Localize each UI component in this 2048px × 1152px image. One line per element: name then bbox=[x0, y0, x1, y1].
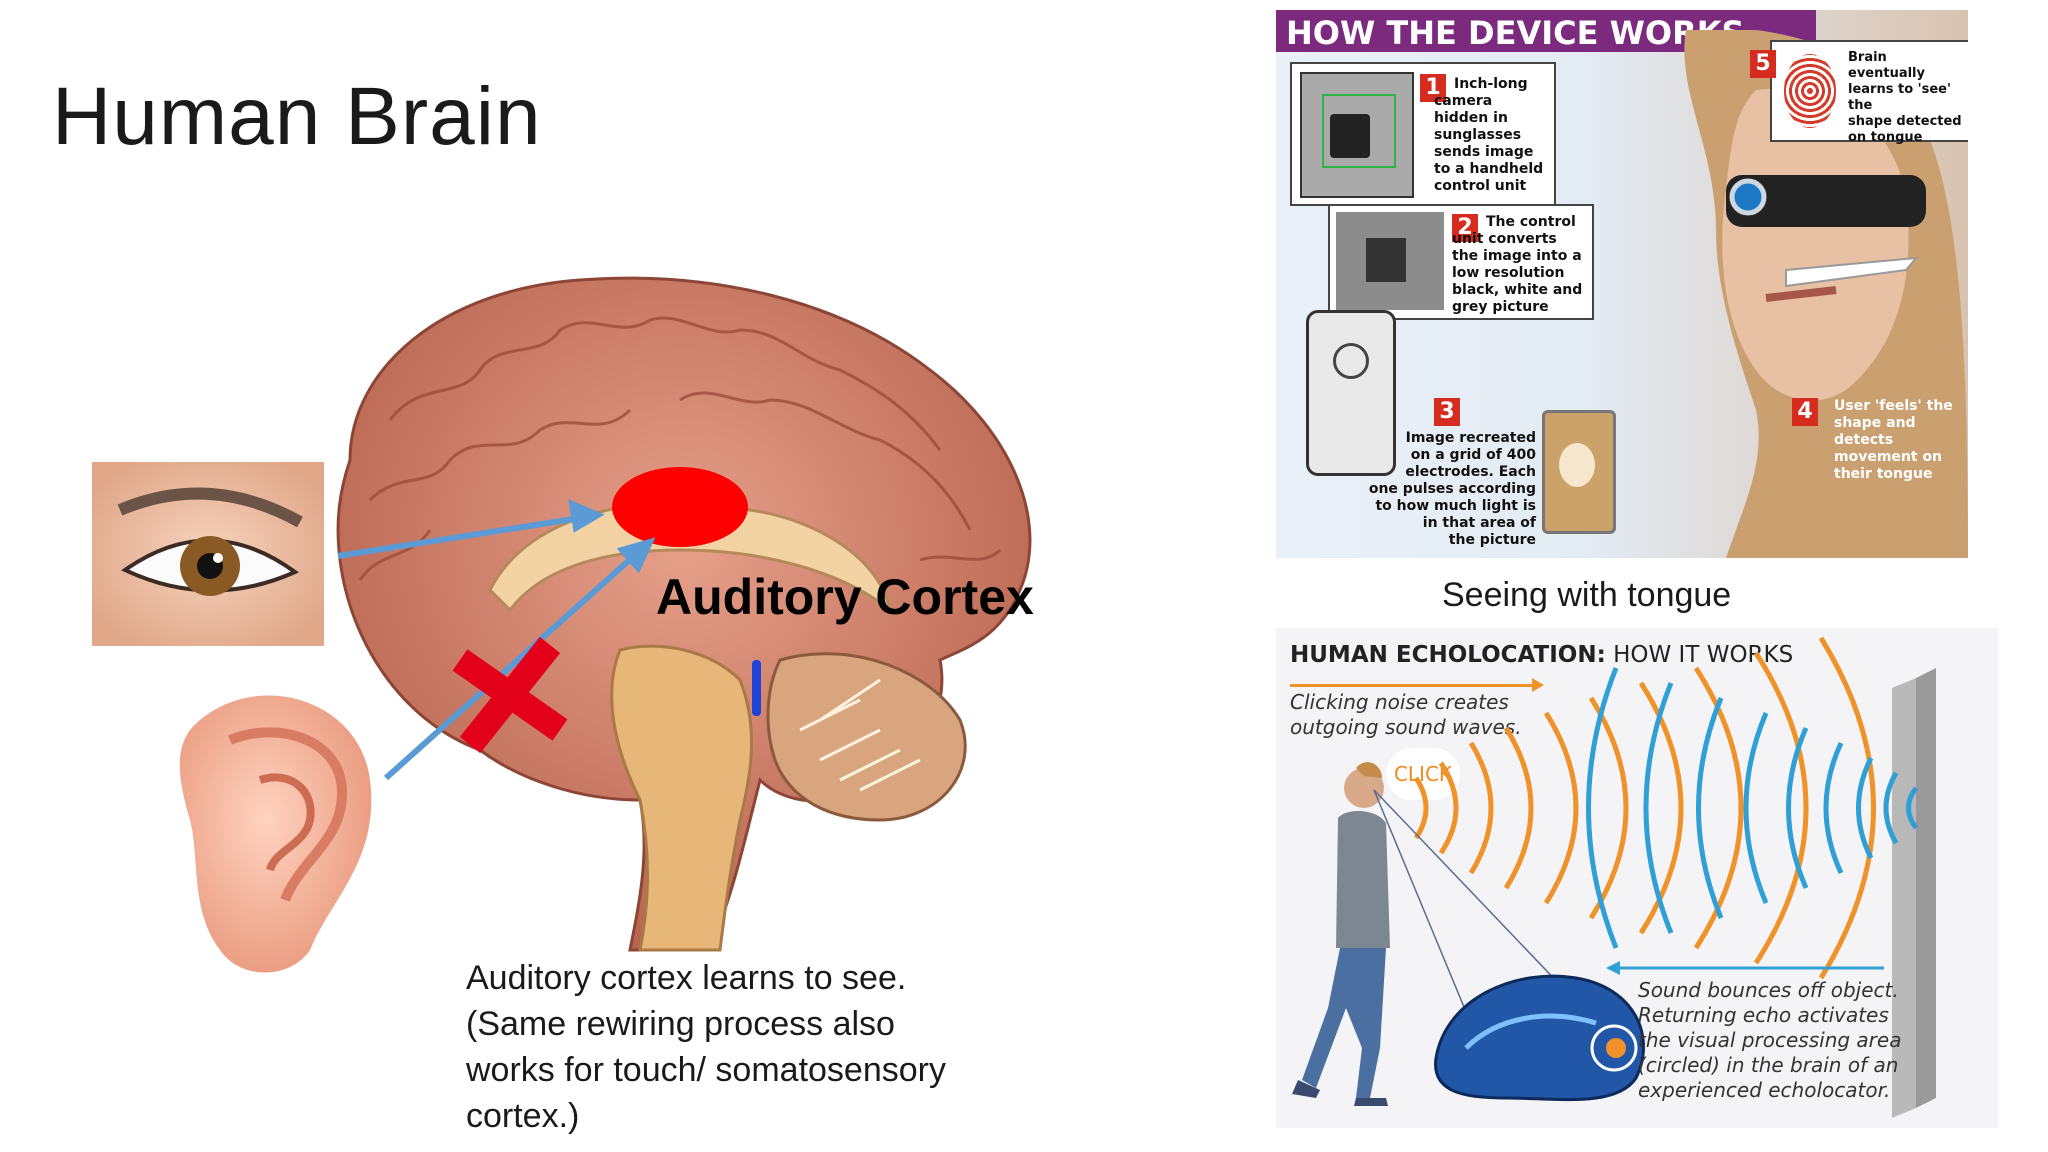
bounce-text: Sound bounces off object. Returning echo… bbox=[1638, 978, 1901, 1103]
brain-dots-image bbox=[1784, 54, 1836, 128]
highlight-region bbox=[612, 467, 748, 547]
arrow-eye-to-brain bbox=[337, 499, 605, 559]
ear-image bbox=[179, 695, 372, 973]
caption-line: (Same rewiring process also bbox=[466, 1005, 895, 1043]
step-4-number: 4 bbox=[1792, 398, 1818, 426]
step-4-text: User 'feels' the shape and detects movem… bbox=[1834, 398, 1953, 482]
auditory-cortex-label: Auditory Cortex bbox=[656, 569, 1034, 625]
click-bubble: CLICK bbox=[1386, 748, 1460, 800]
outgoing-text: Clicking noise creates outgoing sound wa… bbox=[1290, 690, 1522, 739]
device-diagram: HOW THE DEVICE WORKS 1 Inch-long camera … bbox=[1276, 10, 1968, 558]
lowres-image bbox=[1336, 212, 1444, 310]
step-2-number: 2 bbox=[1452, 214, 1478, 242]
blocked-cross-icon bbox=[452, 636, 568, 754]
step-1-box: 1 Inch-long camera hidden in sunglasses … bbox=[1290, 62, 1556, 206]
bounce-line: the visual processing area bbox=[1638, 1028, 1902, 1052]
outgoing-arrowhead bbox=[1532, 678, 1544, 692]
step-1-text: Inch-long camera hidden in sunglasses se… bbox=[1434, 76, 1544, 194]
bounce-line: (circled) in the brain of an bbox=[1638, 1053, 1899, 1077]
slide-title: Human Brain bbox=[52, 71, 542, 162]
brain-illustration bbox=[92, 276, 1032, 973]
step-5-box: 5 Brain eventually learns to 'see' the s… bbox=[1750, 40, 1968, 145]
bounce-line: experienced echolocator. bbox=[1638, 1078, 1891, 1102]
step-3-number: 3 bbox=[1434, 398, 1460, 426]
step-3-text: Image recreated on a grid of 400 electro… bbox=[1368, 430, 1536, 548]
caption-line: works for touch/ somatosensory bbox=[466, 1051, 946, 1089]
echo-title: HUMAN ECHOLOCATION: HOW IT WORKS bbox=[1290, 642, 1793, 668]
echolocator-brain-image bbox=[1434, 974, 1645, 1102]
echolocation-diagram: HUMAN ECHOLOCATION: HOW IT WORKS Clickin… bbox=[1276, 628, 1998, 1128]
main-caption: Auditory cortex learns to see. (Same rew… bbox=[466, 955, 1026, 1139]
device-header-text: HOW THE DEVICE WORKS bbox=[1286, 14, 1745, 52]
person-figure bbox=[1292, 762, 1390, 1106]
sound-waves bbox=[1292, 636, 1936, 1118]
electrode-grid-image bbox=[1542, 410, 1616, 534]
tongue-caption: Seeing with tongue bbox=[1442, 576, 1732, 614]
step-5-text: Brain eventually learns to 'see' the sha… bbox=[1848, 50, 1962, 145]
outgoing-arrow bbox=[1290, 684, 1538, 687]
camera-view-image bbox=[1300, 72, 1414, 198]
eye-image bbox=[92, 462, 324, 646]
step-1-number: 1 bbox=[1420, 74, 1446, 102]
step-2-box: 2 The control unit converts the image in… bbox=[1328, 204, 1594, 320]
bounce-line: Sound bounces off object. bbox=[1638, 978, 1899, 1002]
caption-line: cortex.) bbox=[466, 1097, 580, 1135]
handheld-unit-image bbox=[1306, 310, 1396, 476]
caption-line: Auditory cortex learns to see. bbox=[466, 959, 907, 997]
woman-photo bbox=[1684, 30, 1968, 558]
step-5-number: 5 bbox=[1750, 50, 1776, 78]
step-2-text: The control unit converts the image into… bbox=[1452, 214, 1583, 315]
arrow-ear-to-brain bbox=[383, 537, 656, 781]
bounce-line: Returning echo activates bbox=[1638, 1003, 1889, 1027]
echo-title-bold: HUMAN ECHOLOCATION: bbox=[1290, 642, 1606, 668]
